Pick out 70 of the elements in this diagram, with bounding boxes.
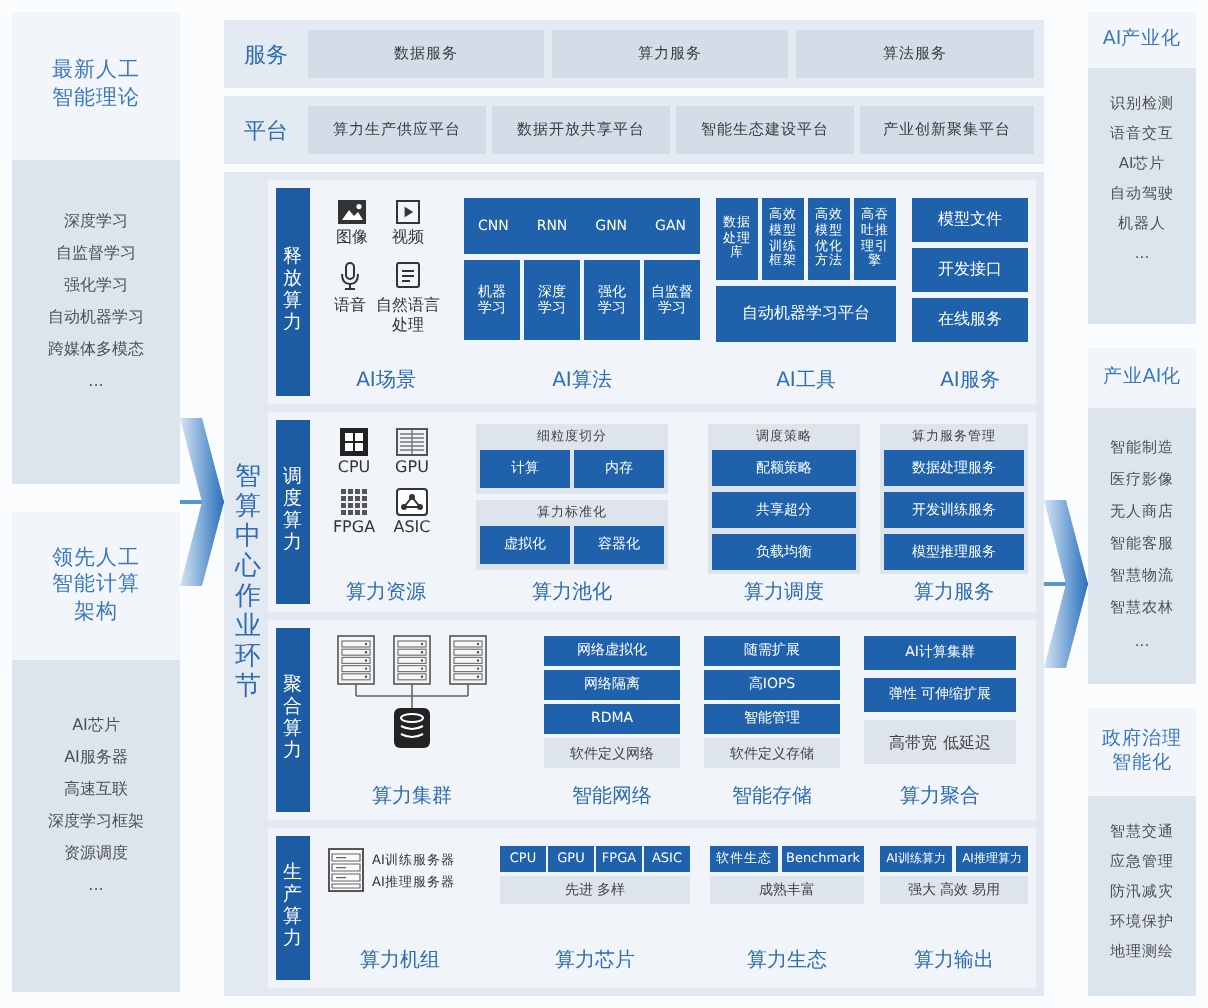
- layer-title: 调度算力: [283, 468, 303, 556]
- module-box: 开发接口: [912, 248, 1028, 292]
- column-caption: 算力生态: [747, 947, 827, 974]
- panel-heading: 产业AI化: [1102, 365, 1182, 391]
- module-box: 在线服务: [912, 298, 1028, 342]
- section-title: 智算中心作业环节: [235, 464, 261, 704]
- column-caption: AI算法: [552, 367, 612, 394]
- icon-caption: CPU: [337, 458, 371, 478]
- feature-box: 高带宽 低延迟: [864, 720, 1016, 764]
- layer-panel: [268, 620, 1036, 820]
- group-panel: [476, 500, 668, 570]
- panel-heading: AI产业化: [1102, 27, 1182, 53]
- icon-caption: 语音: [334, 295, 366, 315]
- column-caption: 算力集群: [372, 783, 452, 810]
- list-item: 强化学习: [64, 273, 128, 295]
- layer-title: 生产算力: [283, 864, 303, 952]
- column-caption: 算力输出: [914, 947, 994, 974]
- icon-caption: 自然语言处理: [374, 296, 442, 336]
- list-item: ...: [88, 371, 104, 389]
- info-panel: [1088, 708, 1196, 996]
- column-caption: 算力调度: [744, 579, 824, 606]
- icon-caption: 图像: [336, 227, 368, 247]
- column-caption: 智能存储: [732, 783, 812, 810]
- layer-panel: [268, 412, 1036, 612]
- column-caption: 算力机组: [360, 947, 440, 974]
- row-label: 平台: [244, 115, 288, 145]
- panel-heading: 最新人工智能理论: [50, 58, 142, 114]
- info-panel: [1088, 12, 1196, 324]
- layer-panel: [268, 828, 1036, 988]
- list-item: 自动机器学习: [48, 305, 144, 327]
- section-panel: [224, 172, 1044, 996]
- list-item: ...: [88, 875, 104, 893]
- icon-caption: 视频: [392, 227, 424, 247]
- algorithm-bar: [464, 198, 700, 254]
- panel-heading: 政府治理智能化: [1100, 727, 1184, 777]
- column-caption: 算力芯片: [555, 947, 635, 974]
- layer-title: 聚合算力: [283, 676, 303, 764]
- column-caption: 算力资源: [346, 579, 426, 606]
- group-panel: [708, 424, 860, 574]
- column-caption: 智能网络: [572, 783, 652, 810]
- list-item: AI芯片: [72, 713, 120, 735]
- layer-row: [224, 96, 1044, 164]
- list-item: 深度学习框架: [48, 809, 144, 831]
- info-panel: [12, 512, 180, 992]
- row-label: 服务: [244, 39, 288, 69]
- icon-caption: FPGA: [332, 518, 376, 538]
- list-item: 深度学习: [64, 209, 128, 231]
- panel-heading: 领先人工智能计算架构: [50, 545, 142, 627]
- module-box: 模型文件: [912, 198, 1028, 242]
- list-item: AI服务器: [64, 745, 128, 767]
- list-item: 跨媒体多模态: [48, 337, 144, 359]
- column-caption: 算力服务: [914, 579, 994, 606]
- module-box: 自动机器学习平台: [716, 286, 896, 342]
- group-panel: [476, 424, 668, 494]
- group-panel: [880, 424, 1028, 574]
- layer-title: 释放算力: [283, 248, 303, 336]
- info-panel: [12, 12, 180, 484]
- column-caption: AI场景: [356, 367, 416, 394]
- column-caption: AI服务: [940, 368, 1000, 394]
- layer-panel: [268, 180, 1036, 404]
- icon-caption: GPU: [395, 458, 429, 478]
- column-caption: AI工具: [776, 368, 836, 394]
- column-caption: 算力池化: [532, 579, 612, 606]
- list-item: 资源调度: [64, 841, 128, 863]
- column-caption: 算力聚合: [900, 783, 980, 810]
- info-panel: [1088, 348, 1196, 684]
- list-item: 高速互联: [64, 777, 128, 799]
- list-item: 自监督学习: [56, 241, 136, 263]
- layer-row: [224, 20, 1044, 88]
- icon-caption: ASIC: [393, 518, 431, 538]
